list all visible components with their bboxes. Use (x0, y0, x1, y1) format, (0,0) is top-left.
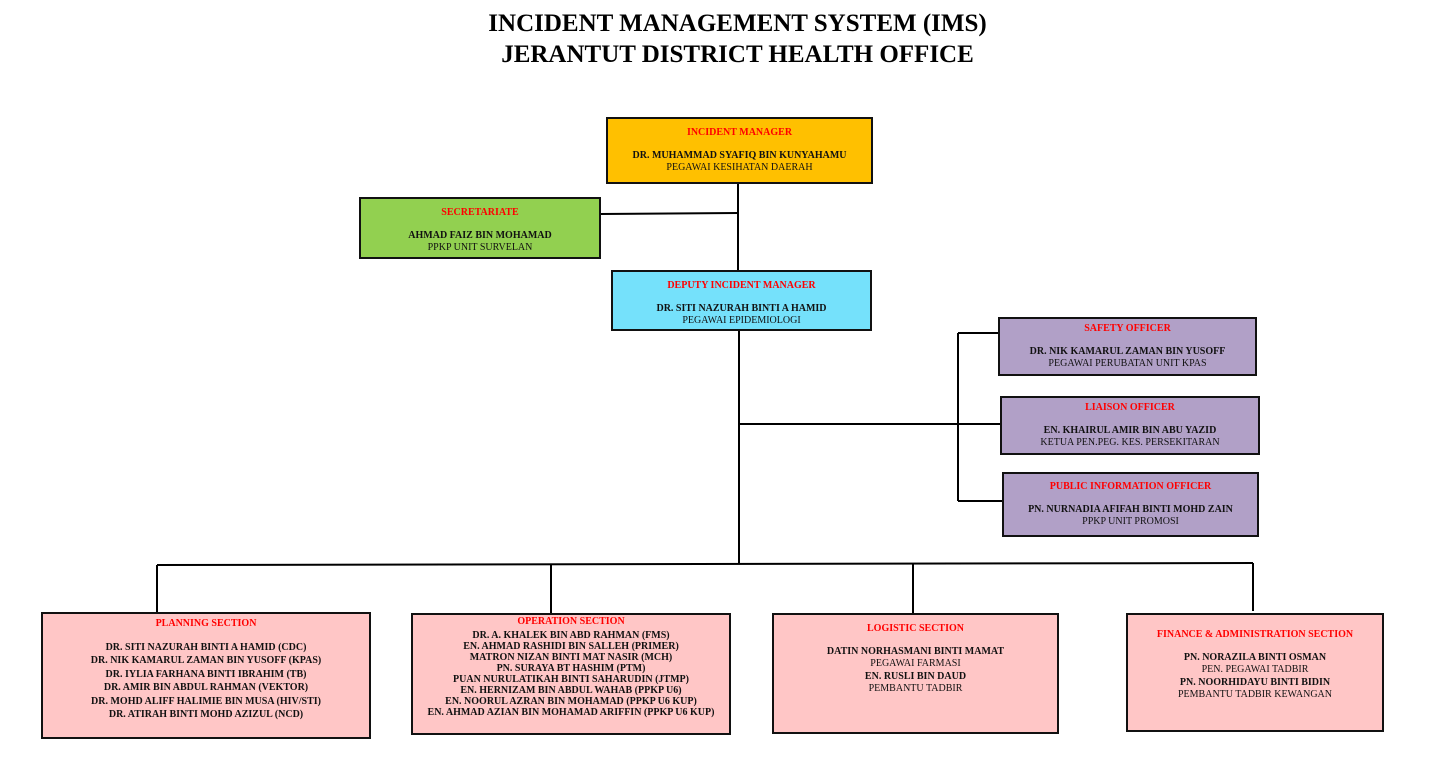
person-position: PPKP UNIT PROMOSI (1082, 516, 1179, 527)
role-label: LIAISON OFFICER (1085, 402, 1175, 413)
incident-manager-box: INCIDENT MANAGER DR. MUHAMMAD SYAFIQ BIN… (606, 117, 873, 184)
person-position: PEGAWAI KESIHATAN DAERAH (666, 162, 813, 173)
member-name: DR. ATIRAH BINTI MOHD AZIZUL (NCD) (108, 709, 304, 720)
public-information-officer-box: PUBLIC INFORMATION OFFICER PN. NURNADIA … (1002, 472, 1259, 537)
person-name: PN. NORAZILA BINTI OSMAN (1183, 651, 1327, 663)
role-label: SECRETARIATE (441, 207, 519, 218)
role-label: FINANCE & ADMINISTRATION SECTION (1156, 629, 1354, 640)
finance-administration-section-box: FINANCE & ADMINISTRATION SECTION PN. NOR… (1126, 613, 1384, 732)
member-name: DR. NIK KAMARUL ZAMAN BIN YUSOFF (KPAS) (90, 655, 322, 666)
person-position: PEGAWAI EPIDEMIOLOGI (682, 315, 801, 326)
liaison-officer-box: LIAISON OFFICER EN. KHAIRUL AMIR BIN ABU… (1000, 396, 1260, 455)
member-name: DR. IYLIA FARHANA BINTI IBRAHIM (TB) (105, 668, 307, 680)
logistic-section-box: LOGISTIC SECTION DATIN NORHASMANI BINTI … (772, 613, 1059, 734)
member-name: EN. NOORUL AZRAN BIN MOHAMAD (PPKP U6 KU… (445, 696, 697, 707)
role-label: PLANNING SECTION (155, 618, 257, 629)
member-name: EN. AHMAD RASHIDI BIN SALLEH (PRIMER) (463, 641, 679, 652)
chart-subtitle: JERANTUT DISTRICT HEALTH OFFICE (501, 41, 974, 68)
member-name: EN. AHMAD AZIAN BIN MOHAMAD ARIFFIN (PPK… (427, 707, 715, 718)
secretariate-box: SECRETARIATE AHMAD FAIZ BIN MOHAMAD PPKP… (359, 197, 601, 259)
role-label: INCIDENT MANAGER (686, 127, 793, 138)
role-label: LOGISTIC SECTION (867, 623, 964, 634)
person-position: PEMBANTU TADBIR (868, 683, 963, 694)
connector (156, 562, 1254, 566)
person-name: DR. NIK KAMARUL ZAMAN BIN YUSOFF (1029, 345, 1226, 357)
person-name: DATIN NORHASMANI BINTI MAMAT (826, 645, 1005, 657)
person-name: EN. RUSLI BIN DAUD (864, 670, 967, 682)
member-name: DR. AMIR BIN ABDUL RAHMAN (VEKTOR) (103, 682, 309, 693)
person-position: PEN. PEGAWAI TADBIR (1201, 664, 1309, 675)
deputy-incident-manager-box: DEPUTY INCIDENT MANAGER DR. SITI NAZURAH… (611, 270, 872, 331)
member-name: DR. SITI NAZURAH BINTI A HAMID (CDC) (105, 641, 307, 653)
person-name: AHMAD FAIZ BIN MOHAMAD (408, 229, 552, 241)
safety-officer-box: SAFETY OFFICER DR. NIK KAMARUL ZAMAN BIN… (998, 317, 1257, 376)
member-name: PUAN NURULATIKAH BINTI SAHARUDIN (JTMP) (453, 674, 689, 685)
role-label: SAFETY OFFICER (1084, 323, 1171, 334)
member-name: DR. MOHD ALIFF HALIMIE BIN MUSA (HIV/STI… (91, 695, 321, 707)
role-label: OPERATION SECTION (517, 616, 625, 627)
person-position: PEGAWAI FARMASI (870, 658, 961, 669)
chart-title: INCIDENT MANAGEMENT SYSTEM (IMS) (488, 10, 987, 37)
member-name: PN. SURAYA BT HASHIM (PTM) (496, 663, 646, 674)
planning-section-box: PLANNING SECTION DR. SITI NAZURAH BINTI … (41, 612, 371, 739)
operation-section-box: OPERATION SECTION DR. A. KHALEK BIN ABD … (411, 613, 731, 735)
member-name: DR. A. KHALEK BIN ABD RAHMAN (FMS) (472, 630, 670, 641)
person-name: EN. KHAIRUL AMIR BIN ABU YAZID (1043, 424, 1217, 436)
person-position: PEGAWAI PERUBATAN UNIT KPAS (1048, 358, 1207, 369)
person-name: PN. NURNADIA AFIFAH BINTI MOHD ZAIN (1028, 503, 1233, 515)
person-position: PPKP UNIT SURVELAN (427, 242, 533, 253)
person-name: DR. MUHAMMAD SYAFIQ BIN KUNYAHAMU (632, 149, 847, 161)
person-name: PN. NOORHIDAYU BINTI BIDIN (1179, 676, 1331, 688)
person-position: PEMBANTU TADBIR KEWANGAN (1177, 689, 1332, 700)
person-position: KETUA PEN.PEG. KES. PERSEKITARAN (1040, 437, 1220, 448)
connector (599, 212, 739, 215)
person-name: DR. SITI NAZURAH BINTI A HAMID (656, 302, 827, 314)
member-name: MATRON NIZAN BINTI MAT NASIR (MCH) (469, 652, 673, 663)
role-label: PUBLIC INFORMATION OFFICER (1049, 481, 1212, 492)
role-label: DEPUTY INCIDENT MANAGER (667, 280, 816, 291)
member-name: EN. HERNIZAM BIN ABDUL WAHAB (PPKP U6) (460, 685, 682, 696)
